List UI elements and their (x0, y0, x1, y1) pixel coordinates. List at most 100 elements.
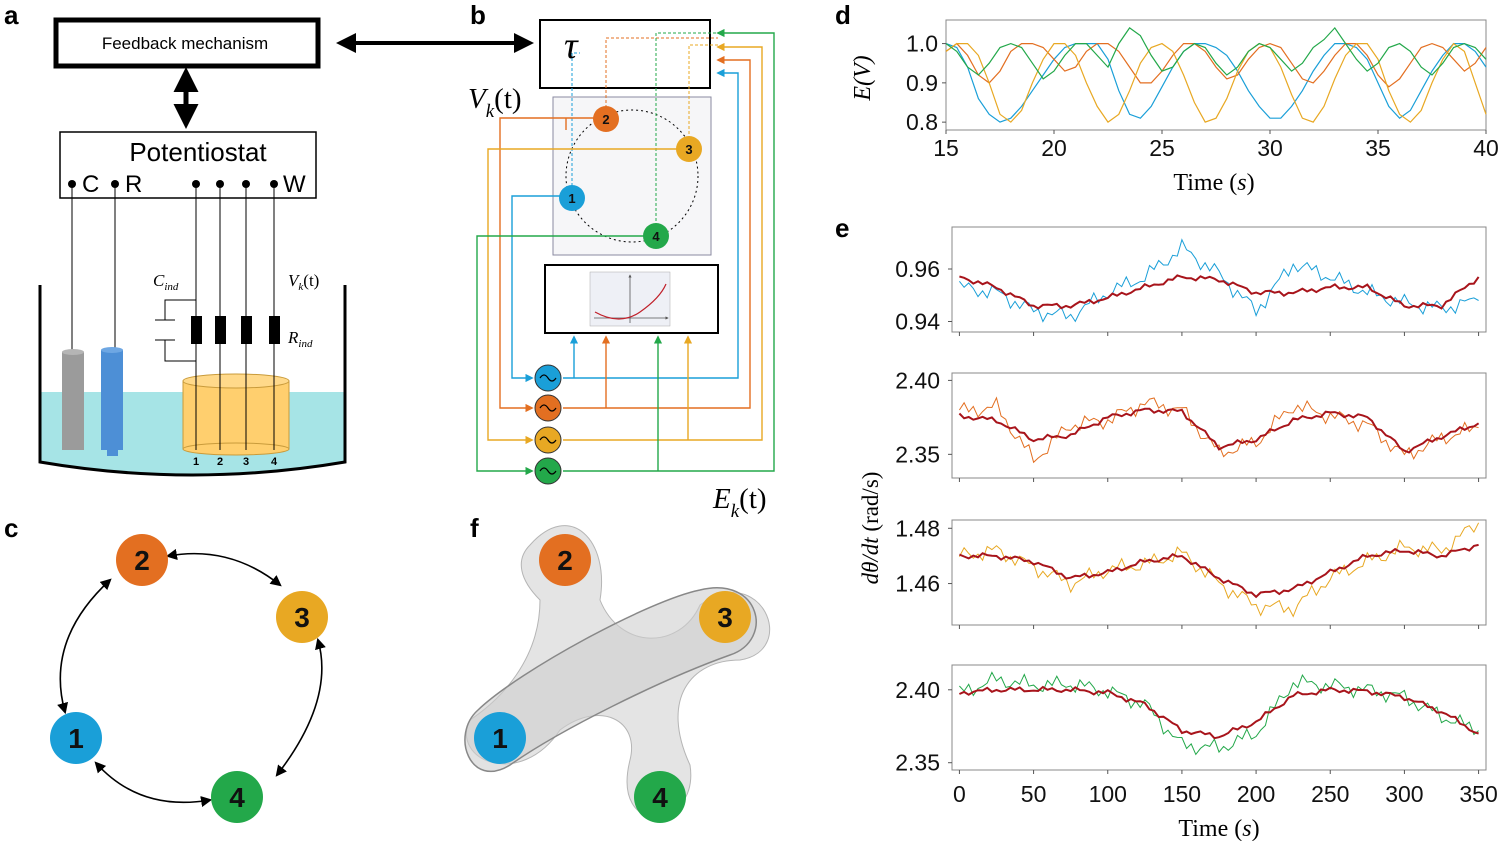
ring-node-c-1: 1 (50, 712, 102, 764)
hyperedge-1-3 (464, 587, 757, 773)
tau-symbol: τ (564, 25, 579, 67)
node-ring-box (552, 96, 712, 256)
ring-node-4: 4 (643, 223, 669, 249)
svg-text:1: 1 (568, 191, 575, 206)
c-ind-label: Cind (153, 271, 179, 293)
svg-text:4: 4 (652, 782, 668, 813)
svg-text:2: 2 (602, 112, 609, 127)
panel-label-e: e (835, 213, 849, 243)
chart-e-ytick-label: 2.40 (895, 677, 940, 703)
panel-label-d: d (835, 0, 851, 30)
chart-d-series-line-4 (945, 26, 1487, 80)
resistors (191, 316, 280, 344)
counter-electrode (62, 352, 84, 450)
potentiostat-label: Potentiostat (129, 137, 267, 167)
chart-e-ytick-label: 0.96 (895, 256, 940, 282)
terminal-c-label: C (82, 171, 99, 198)
svg-text:1: 1 (193, 456, 199, 468)
chart-e-xtick-label: 250 (1311, 781, 1349, 807)
chart-e-xtick-label: 350 (1459, 781, 1497, 807)
chart-e-ytick-label: 2.35 (895, 750, 940, 776)
chart-e-subplot-frame-3 (951, 519, 1487, 626)
ring-node-c-3: 3 (276, 591, 328, 643)
feedback-box (53, 17, 321, 69)
svg-text:4: 4 (271, 456, 278, 468)
feedback-wiring (476, 28, 775, 476)
working-electrode-array (182, 380, 290, 450)
capacitor (155, 299, 196, 362)
svg-text:2: 2 (217, 456, 223, 468)
ring-node-c-4: 4 (211, 771, 263, 823)
chart-e-xtick-label: 0 (953, 781, 966, 807)
generator-4 (534, 457, 562, 485)
hyper-node-3: 3 (699, 591, 751, 643)
generator-3 (534, 426, 562, 454)
panel-b-control-circuit: τ Vk(t) Ek(t) (468, 19, 775, 522)
chart-d-series-line-3 (945, 42, 1487, 123)
svg-text:4: 4 (229, 782, 245, 813)
tau-box (539, 19, 711, 89)
chart-e-avg-line-3 (959, 543, 1479, 599)
panel-c-ring-network: 2 3 1 4 (50, 534, 328, 823)
chart-e-ylabel: dθ/dt (rad/s) (858, 472, 883, 585)
chart-d-xtick-label: 25 (1149, 135, 1175, 161)
svg-text:3: 3 (685, 142, 692, 157)
r-ind-label: Rind (287, 328, 313, 350)
chart-e-xtick-label: 50 (1021, 781, 1047, 807)
chart-e-ytick-label: 2.35 (895, 441, 940, 467)
chart-e-subplot-frame-4 (951, 664, 1487, 771)
vk-label-b: Vk(t) (468, 83, 522, 122)
ring-node-1: 1 (559, 185, 585, 211)
generator-1 (534, 364, 562, 392)
chart-d-frame (945, 19, 1487, 131)
svg-text:1: 1 (492, 723, 508, 754)
svg-text:1: 1 (68, 723, 84, 754)
panel-label-b: b (470, 0, 486, 30)
chart-d-series-line-1 (945, 42, 1487, 123)
reaction-vessel (38, 285, 347, 477)
chart-e-ytick-label: 1.46 (895, 571, 940, 597)
wire-numbers: 1 2 3 4 (193, 456, 278, 468)
chart-d-ylabel: E(V) (850, 55, 876, 101)
ring-node-2: 2 (593, 106, 619, 132)
chart-d-xtick-label: 35 (1365, 135, 1391, 161)
chart-e-ytick-label: 2.40 (895, 367, 940, 393)
chart-d-xlabel: Time (s) (1173, 170, 1254, 196)
chart-d-xtick-label: 20 (1041, 135, 1067, 161)
chart-e-series (951, 226, 1487, 771)
ek-label: Ek(t) (712, 483, 767, 522)
chart-e-subplot-frame-1 (951, 226, 1487, 333)
chart-d-ytick-label: 1.0 (906, 31, 938, 57)
chart-e-xtick-label: 200 (1237, 781, 1275, 807)
ring-node-3: 3 (676, 136, 702, 162)
terminal-r-label: R (125, 171, 142, 198)
chart-e-ytick-label: 1.48 (895, 515, 940, 541)
panel-label-c: c (4, 513, 18, 543)
chart-e-raw-line-1 (959, 238, 1479, 323)
vk-label-a: Vk(t) (288, 271, 319, 293)
svg-text:4: 4 (652, 229, 660, 244)
panel-label-a: a (4, 0, 19, 30)
ring-dashed (565, 109, 699, 243)
feedback-label: Feedback mechanism (102, 34, 268, 53)
svg-text:2: 2 (557, 545, 573, 576)
hyper-node-2: 2 (539, 534, 591, 586)
chart-d-xtick-label: 40 (1473, 135, 1499, 161)
ring-arcs (57, 548, 326, 808)
ring-node-c-2: 2 (116, 534, 168, 586)
chart-e-avg-line-2 (958, 407, 1480, 454)
chart-d-ytick-label: 0.8 (906, 109, 938, 135)
chart-e-subplot-frame-2 (951, 372, 1487, 479)
panel-a-electrochemical-setup: Feedback mechanism Potentiostat C R W (38, 17, 534, 477)
terminal-w-label: W (283, 171, 306, 198)
generator-2 (534, 394, 562, 422)
reference-electrode (101, 350, 123, 450)
chart-d-xtick-label: 30 (1257, 135, 1283, 161)
chart-e-xtick-label: 300 (1385, 781, 1423, 807)
chart-d-xtick-label: 15 (933, 135, 959, 161)
